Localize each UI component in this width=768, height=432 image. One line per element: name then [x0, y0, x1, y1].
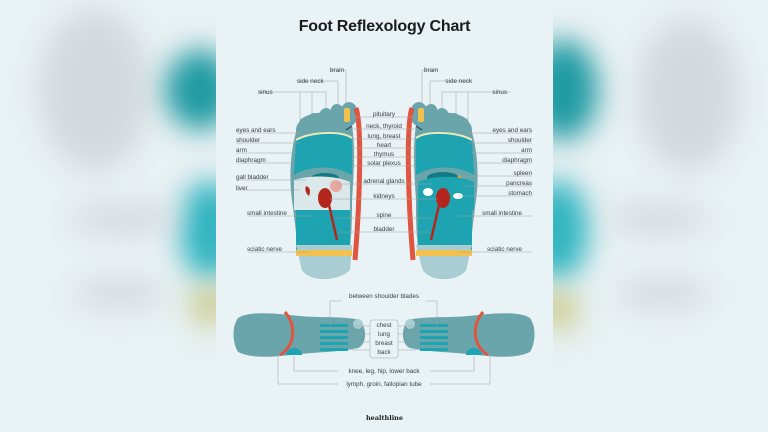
label-side-neck-right: side neck: [445, 78, 472, 85]
label-between-shoulder-blades: between shoulder blades: [349, 293, 419, 300]
label-sciatic-nerve-right: sciatic nerve: [487, 246, 522, 253]
left-foot-top: [233, 311, 366, 357]
label-bladder: bladder: [373, 226, 394, 233]
label-small-intestine-right: small intestine: [482, 210, 522, 217]
label-brain-right: brain: [424, 67, 438, 74]
blurred-background-right: [548, 0, 768, 432]
label-diaphragm-left: diaphragm: [236, 157, 266, 164]
label-sciatic-nerve-left: sciatic nerve: [247, 246, 282, 253]
label-pituitary: pituitary: [373, 111, 396, 118]
top-view-leader-lines: [277, 300, 491, 385]
label-spleen: spleen: [513, 170, 532, 177]
label-shoulder-left: shoulder: [236, 137, 260, 144]
label-sinus-left: sinus: [258, 89, 273, 96]
label-knee-leg-hip-lower-back: knee, leg, hip, lower back: [348, 368, 420, 375]
right-chest-stripes: [420, 324, 448, 351]
label-lung: lung: [378, 331, 390, 338]
label-thymus: thymus: [374, 151, 394, 158]
leader-lines: [236, 69, 532, 253]
label-arm-right: arm: [521, 147, 532, 154]
label-liver: liver: [236, 185, 248, 192]
label-back: back: [377, 349, 391, 356]
label-kidneys: kidneys: [373, 193, 394, 200]
brand-logo: healthline: [365, 414, 404, 422]
label-breast: breast: [375, 340, 393, 347]
label-stomach: stomach: [508, 190, 532, 197]
reflexology-chart-card: Foot Reflexology Chart: [216, 0, 553, 432]
label-spine: spine: [376, 212, 392, 219]
label-arm-left: arm: [236, 147, 247, 154]
label-lymph-groin-fallopian-tube: lymph, groin, fallopian tube: [346, 381, 422, 388]
label-pancreas: pancreas: [506, 180, 532, 187]
blurred-background-left: [0, 0, 220, 432]
left-foot-sole: [290, 102, 363, 279]
label-lung-breast: lung, breast: [368, 133, 401, 140]
label-chest: chest: [376, 322, 391, 329]
left-chest-stripes: [320, 324, 348, 351]
label-adrenal-glands: adrenal glands: [363, 178, 404, 185]
label-neck-thyroid: neck, thyroid: [366, 123, 402, 130]
top-view-labels: between shoulder blades chest lung breas…: [346, 293, 422, 388]
label-heart: heart: [377, 142, 392, 149]
label-diaphragm-right: diaphragm: [502, 157, 532, 164]
label-solar-plexus: solar plexus: [367, 160, 401, 167]
label-eyes-ears-right: eyes and ears: [492, 127, 532, 134]
foot-diagram: brain side neck sinus eyes and ears shou…: [233, 67, 535, 388]
label-gall-bladder: gall bladder: [236, 174, 269, 181]
sole-labels: brain side neck sinus eyes and ears shou…: [236, 67, 532, 253]
label-small-intestine-left: small intestine: [247, 210, 287, 217]
label-brain-left: brain: [330, 67, 344, 74]
label-side-neck-left: side neck: [297, 78, 324, 85]
label-eyes-ears-left: eyes and ears: [236, 127, 276, 134]
label-sinus-right: sinus: [492, 89, 507, 96]
right-foot-sole: [405, 102, 478, 279]
label-shoulder-right: shoulder: [508, 137, 532, 144]
chart-title: Foot Reflexology Chart: [298, 18, 471, 35]
right-foot-top: [402, 311, 535, 357]
